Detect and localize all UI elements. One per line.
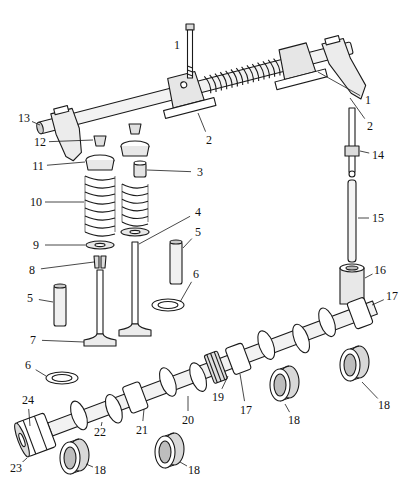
leader-line (49, 140, 93, 142)
callout-number: 1 (364, 94, 372, 106)
leader-line (180, 462, 187, 466)
callout-number: 2 (366, 120, 374, 132)
leader-line (41, 262, 94, 269)
leader-line (372, 300, 384, 305)
adjusting-screw (345, 108, 359, 177)
leader-line (47, 162, 85, 165)
callout-number: 19 (211, 391, 225, 403)
leader-line (45, 202, 84, 203)
leader-line (318, 72, 360, 96)
leader-line (180, 282, 192, 302)
leader-line (285, 404, 290, 412)
leader-line (32, 122, 40, 126)
valve-column-a (46, 136, 116, 384)
leader-line (360, 151, 369, 153)
callout-number: 17 (385, 290, 399, 302)
leader-line (222, 376, 228, 389)
callout-number: 23 (9, 462, 23, 474)
callout-number: 17 (239, 404, 253, 416)
callout-number: 1 (173, 39, 181, 51)
callout-number: 18 (187, 464, 201, 476)
leader-line (36, 370, 46, 376)
camshaft (12, 291, 381, 459)
callout-number: 15 (371, 212, 385, 224)
leader-line (365, 274, 373, 278)
callout-number: 6 (192, 268, 200, 280)
leader-line (240, 374, 245, 401)
callout-number: 24 (21, 394, 35, 406)
callout-number: 3 (196, 166, 204, 178)
callout-number: 13 (17, 112, 31, 124)
leader-line (29, 409, 30, 426)
callout-number: 20 (181, 414, 195, 426)
leader-line (362, 382, 378, 398)
callout-number: 10 (29, 196, 43, 208)
callout-number: 18 (377, 399, 391, 411)
callout-number: 16 (373, 264, 387, 276)
leader-line (139, 216, 190, 244)
callout-number: 8 (28, 264, 36, 276)
callout-number: 9 (32, 239, 40, 251)
bearing-shells (60, 346, 369, 474)
leader-line (39, 300, 53, 302)
leader-line (188, 396, 189, 411)
rocker-shaft (33, 31, 369, 179)
callout-number: 21 (135, 424, 149, 436)
leader-line (350, 98, 365, 119)
valve-column-b (119, 124, 184, 336)
bracket-bolt (186, 24, 194, 78)
callout-number: 22 (93, 426, 107, 438)
leader-line (183, 239, 192, 248)
callout-number: 12 (33, 136, 47, 148)
callout-number: 11 (31, 160, 45, 172)
leader-line (198, 113, 206, 132)
callout-number: 5 (194, 226, 202, 238)
pushrod (348, 180, 356, 262)
callout-number: 6 (24, 359, 32, 371)
callout-number: 18 (287, 414, 301, 426)
callout-number: 14 (371, 149, 385, 161)
callout-number: 2 (205, 134, 213, 146)
leader-line (358, 218, 369, 219)
leader-line (42, 340, 84, 342)
leader-line (45, 245, 85, 246)
callout-number: 4 (194, 206, 202, 218)
leader-line (143, 409, 144, 421)
callout-number: 7 (29, 334, 37, 346)
callout-number: 18 (93, 464, 107, 476)
leader-line (147, 170, 191, 172)
leader-line (86, 464, 93, 467)
callout-number: 5 (26, 292, 34, 304)
